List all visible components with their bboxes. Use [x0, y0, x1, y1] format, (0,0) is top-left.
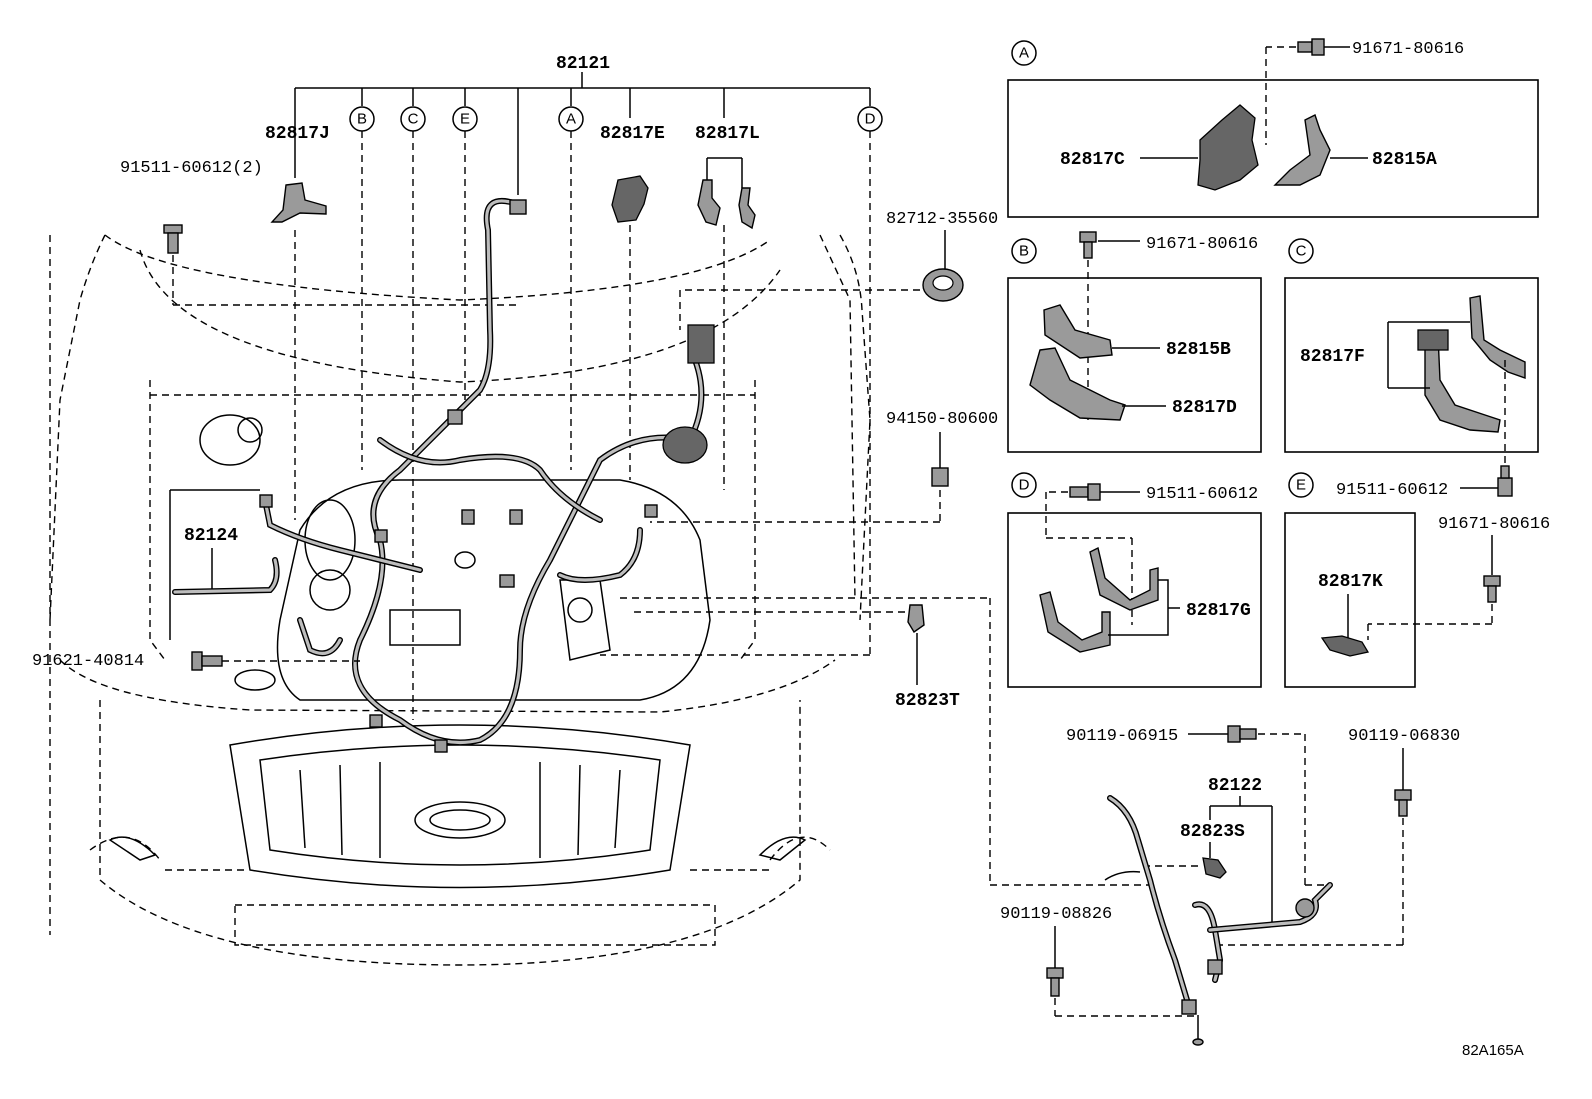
- label-82823S: 82823S: [1180, 822, 1245, 842]
- label-91671-80616-a: 91671-80616: [1352, 40, 1464, 59]
- svg-text:B: B: [357, 111, 367, 128]
- label-82817J: 82817J: [265, 124, 330, 144]
- grille: [108, 724, 807, 889]
- callout-e-top: E: [452, 106, 478, 132]
- clip-82823T-icon: [630, 604, 925, 685]
- cover-82815A: [1273, 114, 1368, 186]
- bolt-91621-40814-icon: [191, 651, 360, 671]
- label-91621-40814: 91621-40814: [32, 652, 144, 671]
- callout-a-top: A: [558, 106, 584, 132]
- label-90119-08826: 90119-08826: [1000, 905, 1112, 924]
- svg-text:A: A: [1019, 45, 1029, 62]
- bracket-82817C: [1140, 104, 1259, 191]
- bracket-82817L: [697, 157, 756, 230]
- protector-82817E: [611, 175, 649, 223]
- svg-text:D: D: [865, 111, 876, 128]
- label-82817L: 82817L: [695, 124, 760, 144]
- detail-box-a: [1007, 79, 1539, 218]
- bolt-91671-80616-e-icon: [1367, 535, 1501, 640]
- label-91511-60612-e: 91511-60612: [1336, 481, 1448, 500]
- svg-text:E: E: [1296, 477, 1306, 494]
- callout-d-detail: D: [1011, 472, 1037, 498]
- bracket-82817G: [1039, 546, 1180, 653]
- label-91671-80616-e: 91671-80616: [1438, 515, 1550, 534]
- label-82823T: 82823T: [895, 691, 960, 711]
- callout-c-top: C: [400, 106, 426, 132]
- callout-a-detail: A: [1011, 40, 1037, 66]
- label-94150-80600: 94150-80600: [886, 410, 998, 429]
- label-82122: 82122: [1208, 776, 1262, 796]
- callout-c-detail: C: [1288, 238, 1314, 264]
- label-82817K: 82817K: [1318, 572, 1383, 592]
- label-91511-60612-2: 91511-60612(2): [120, 159, 263, 178]
- svg-text:C: C: [1296, 243, 1307, 260]
- bolt-91511-60612-e-icon: [1460, 465, 1513, 497]
- label-82817F: 82817F: [1300, 347, 1365, 367]
- callout-b-detail: B: [1011, 238, 1037, 264]
- engine-block: [169, 414, 711, 701]
- label-82817C: 82817C: [1060, 150, 1125, 170]
- bracket-82815B: [1043, 304, 1160, 359]
- diagram-code: 82A165A: [1462, 1042, 1524, 1059]
- label-82121: 82121: [556, 54, 610, 74]
- main-harness-bracket: [294, 72, 871, 195]
- bolt-91511-60612-d-icon: [1045, 483, 1140, 625]
- label-82124: 82124: [184, 526, 238, 546]
- engine-wire-harness: [259, 198, 715, 753]
- label-82817D: 82817D: [1172, 398, 1237, 418]
- bolt-90119-06830-icon: [1215, 748, 1412, 946]
- bracket-82122: [1209, 796, 1273, 922]
- label-91671-80616-b: 91671-80616: [1146, 235, 1258, 254]
- clip-82817K: [1320, 594, 1370, 657]
- svg-text:D: D: [1019, 477, 1030, 494]
- callout-b-top: B: [349, 106, 375, 132]
- bolt-91511-60612-icon: [163, 224, 520, 306]
- vehicle-body-outline: [49, 234, 871, 966]
- callout-d-top: D: [857, 106, 883, 132]
- label-82817E: 82817E: [600, 124, 665, 144]
- bolt-90119-06915-icon: [1188, 725, 1325, 886]
- bracket-82817D: [1029, 347, 1166, 421]
- label-82817G: 82817G: [1186, 601, 1251, 621]
- bracket-82817F: [1387, 295, 1526, 470]
- clip-82817J: [270, 182, 327, 223]
- detail-box-e: [1284, 512, 1416, 688]
- label-91511-60612-d: 91511-60612: [1146, 485, 1258, 504]
- nut-94150-80600-icon: [650, 432, 949, 523]
- label-82815A: 82815A: [1372, 150, 1437, 170]
- label-82712-35560: 82712-35560: [886, 210, 998, 229]
- battery-harness-82122: [1104, 795, 1333, 1046]
- label-90119-06915: 90119-06915: [1066, 727, 1178, 746]
- clip-82823S-icon: [1140, 842, 1227, 879]
- svg-text:B: B: [1019, 243, 1029, 260]
- bolt-90119-08826-icon: [1046, 926, 1195, 1017]
- grommet-82712-35560-icon: [679, 230, 964, 330]
- svg-text:A: A: [566, 111, 576, 128]
- callout-e-detail: E: [1288, 472, 1314, 498]
- label-90119-06830: 90119-06830: [1348, 727, 1460, 746]
- label-82815B: 82815B: [1166, 340, 1231, 360]
- svg-text:E: E: [460, 111, 470, 128]
- bolt-91671-80616-a-icon: [1265, 38, 1350, 145]
- harness-82124: [172, 548, 280, 595]
- svg-text:C: C: [408, 111, 419, 128]
